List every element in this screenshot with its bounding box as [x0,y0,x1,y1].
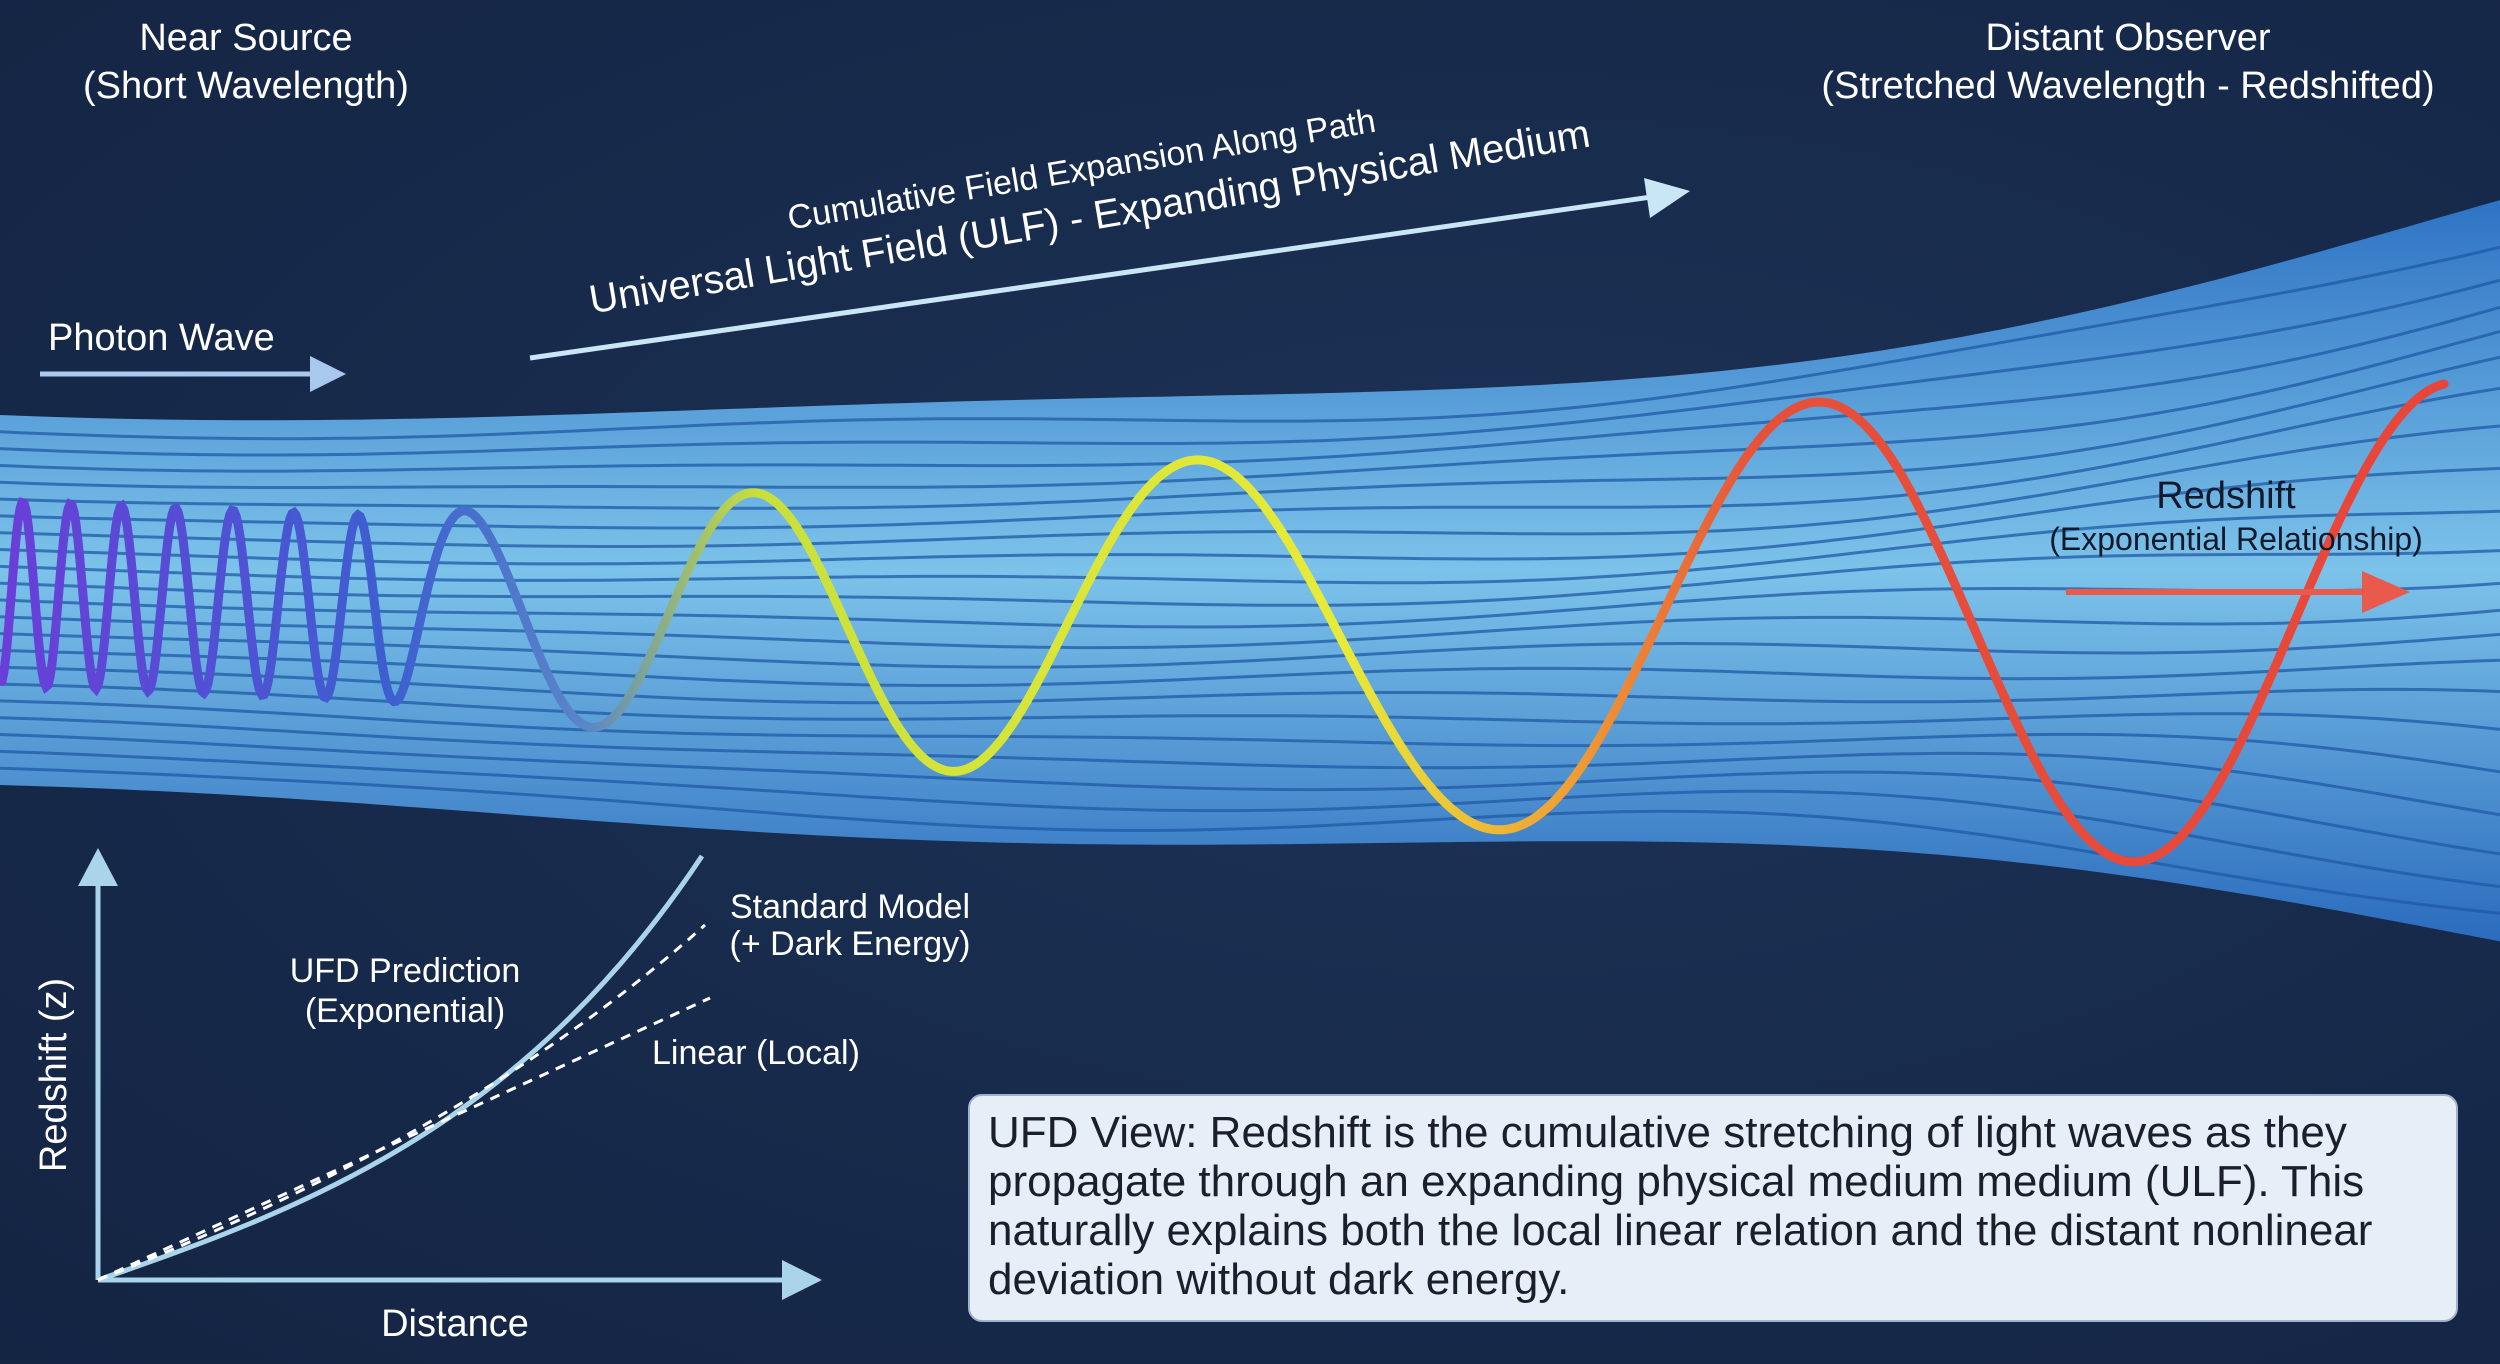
standard-model-label: Standard Model [730,888,970,926]
field-line [0,749,2500,889]
linear-local-label: Linear (Local) [652,1034,860,1072]
near-source-label: Near Source [139,17,352,59]
field-line [0,649,2500,687]
field-line [0,509,2500,585]
field-line [0,766,2500,915]
ufd-prediction-curve [97,854,705,1283]
x-axis-label: Distance [381,1303,529,1345]
redshift-label: Redshift [2156,475,2296,517]
ufd-prediction-sub-label: (Exponential) [305,992,505,1030]
field-line [0,329,2500,489]
field-line [0,245,2500,441]
y-axis-label: Redshift (z) [33,978,75,1172]
standard-model-curve [97,923,706,1282]
expansion-arrow [529,178,1690,361]
redshift-sub-label: (Exponential Relationship) [2049,521,2423,557]
x-axis [98,1260,822,1300]
ufd-prediction-label: UFD Prediction [290,952,521,990]
field-line [0,665,2500,705]
photon-wave-label: Photon Wave [48,317,275,359]
field-line [0,716,2500,817]
field-line [0,466,2500,566]
field-line [0,305,2500,473]
distant-observer-sub-label: (Stretched Wavelength - Redshifted) [1821,65,2434,107]
expansion-bottom-label: Universal Light Field (ULF) - Expanding … [586,112,1593,323]
explanation-box: UFD View: Redshift is the cumulative str… [968,1094,2458,1322]
field-line [0,278,2500,457]
near-source-sub-label: (Short Wavelength) [83,65,409,107]
linear-local-line [97,996,711,1282]
photon-wave [0,379,2449,867]
distant-observer-label: Distant Observer [1985,17,2270,59]
field-line [0,424,2500,548]
standard-model-sub-label: (+ Dark Energy) [730,925,971,963]
redshift-distance-graph: Redshift (z) Distance UFD Prediction (Ex… [33,848,970,1345]
field-line [0,549,2500,607]
photon-wave-arrow [40,356,346,392]
explanation-text: UFD View: Redshift is the cumulative str… [988,1108,2373,1304]
y-axis [78,848,118,1280]
field-line [0,682,2500,731]
field-line [0,386,2500,530]
field-line [0,699,2500,774]
field-line [0,581,2500,629]
redshift-arrow [2066,571,2410,613]
field-line [0,733,2500,856]
